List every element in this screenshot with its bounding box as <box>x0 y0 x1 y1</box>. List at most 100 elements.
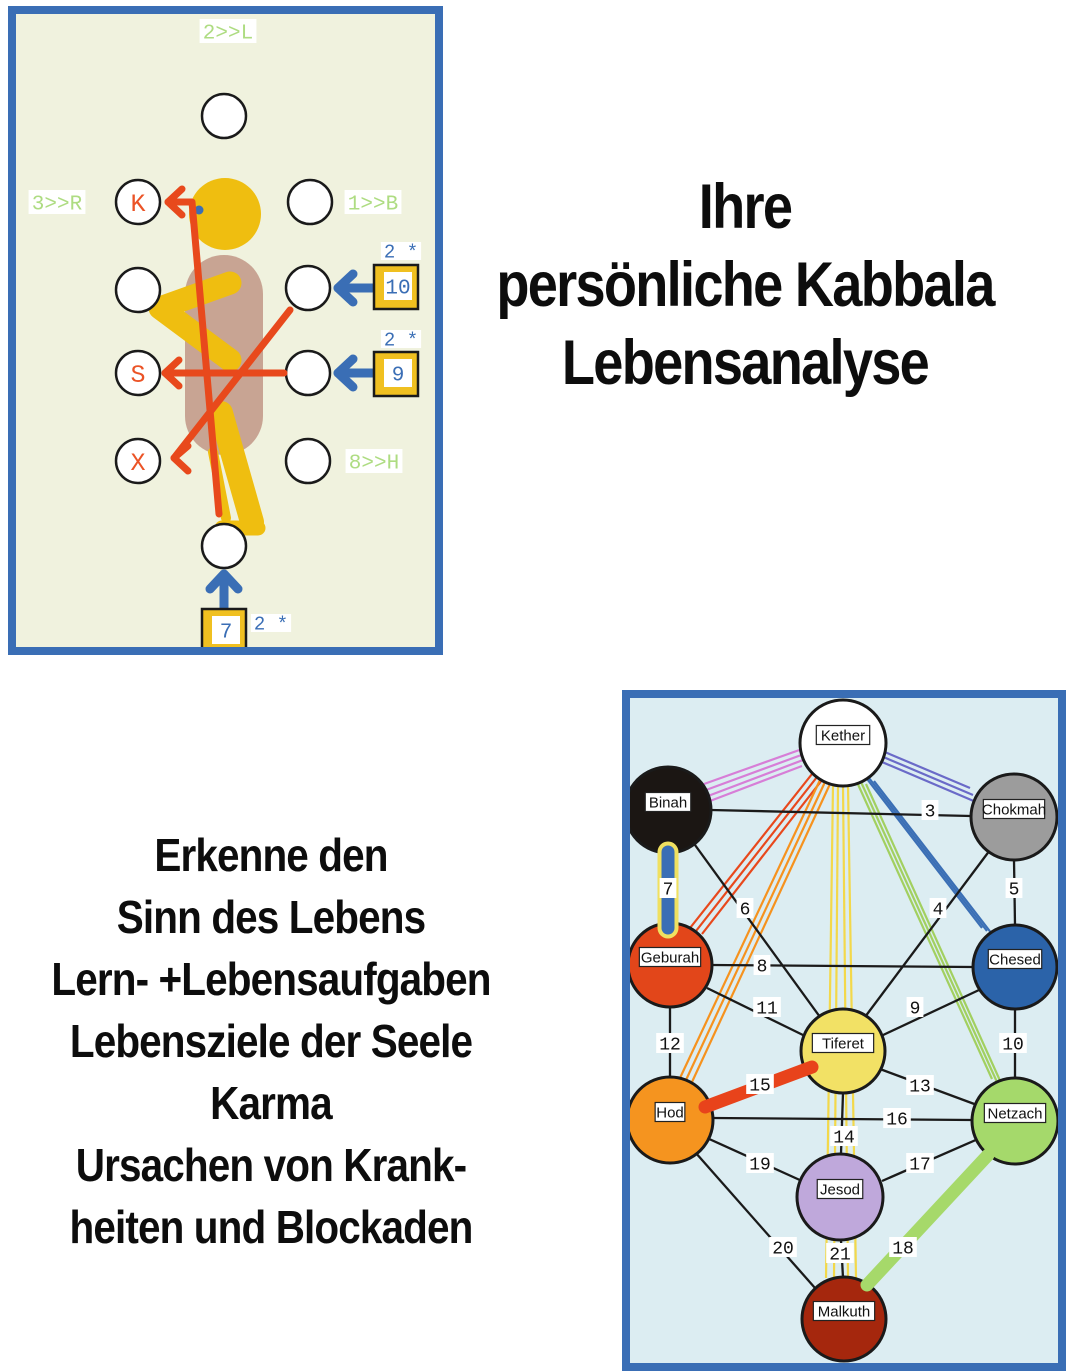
position-label-1B: 1>>B <box>348 193 398 216</box>
box-note-7: 2 * <box>254 614 288 636</box>
benefit-line: Lern- +Lebensaufgaben <box>51 953 491 1005</box>
path-number-17-chip <box>906 1153 934 1173</box>
sephira-label-malkuth: Malkuth <box>818 1303 871 1320</box>
box-number-9: 9 <box>392 364 405 387</box>
kether-geburah-rays <box>695 776 818 932</box>
box-number-7: 7 <box>220 621 233 644</box>
kether-chesed-rays <box>863 774 983 929</box>
blue-arrowhead-icon <box>333 354 358 392</box>
kether-hod-rays <box>679 779 821 1079</box>
kether-binah-rays <box>709 764 803 803</box>
point-circle-8 <box>284 437 332 485</box>
sephira-label-geburah: Geburah <box>641 949 699 966</box>
path-number-9-chip <box>906 997 924 1017</box>
point-circle-0 <box>200 92 248 140</box>
position-label-8H-chip <box>345 449 403 473</box>
box-note-7-chip <box>250 614 292 632</box>
path-number-20-chip <box>769 1237 797 1257</box>
benefit-line: Ursachen von Krank- <box>75 1139 467 1191</box>
title-block: Ihre persönliche Kabbala Lebensanalyse <box>487 168 1003 402</box>
path-number-16: 16 <box>886 1110 908 1130</box>
sephira-label-binah-chip <box>644 791 692 813</box>
sephira-label-hod: Hod <box>656 1104 684 1121</box>
path-number-16-chip <box>883 1108 911 1128</box>
path-number-12: 12 <box>659 1035 681 1055</box>
kether-hod-rays <box>685 781 826 1081</box>
path-number-14-chip <box>830 1126 858 1146</box>
path-number-15: 15 <box>749 1076 771 1096</box>
red-arrowhead-icon <box>170 442 192 475</box>
point-circle-9 <box>200 522 248 570</box>
path-number-9: 9 <box>910 999 921 1019</box>
point-letter-K: K <box>130 190 145 219</box>
point-letter-S: S <box>130 361 145 390</box>
sephira-label-kether: Kether <box>821 727 865 744</box>
kether-netzach-rays <box>864 783 1004 1086</box>
kether-chesed-rays <box>868 777 988 932</box>
sephira-label-chokmah-chip <box>982 798 1046 820</box>
path-number-18: 18 <box>892 1239 914 1259</box>
sephira-label-tiferet-chip <box>811 1032 875 1054</box>
red-arrow-line-2 <box>170 306 294 462</box>
position-label-3R: 3>>R <box>32 193 83 216</box>
path-number-19-chip <box>746 1153 774 1173</box>
red-arrowhead-icon <box>161 356 183 390</box>
path-number-21: 21 <box>829 1245 851 1265</box>
point-circle-2 <box>286 178 334 226</box>
path-number-4: 4 <box>933 900 944 920</box>
path-number-10-chip <box>999 1033 1027 1053</box>
blue-arrowhead-icon <box>205 569 243 594</box>
path-number-11: 11 <box>756 999 778 1019</box>
path-number-21-chip <box>826 1243 854 1263</box>
path-number-6: 6 <box>740 900 751 920</box>
blue-arrowhead-icon <box>333 269 358 307</box>
sephira-label-netzach: Netzach <box>987 1105 1042 1122</box>
red-arrowhead-icon <box>164 185 186 219</box>
number-box-inner-7 <box>212 616 240 644</box>
kether-binah-rays <box>707 758 804 798</box>
path-number-20: 20 <box>772 1239 794 1259</box>
benefit-line: Sinn des Lebens <box>116 891 426 943</box>
point-circle-7 <box>114 437 162 485</box>
path-number-14: 14 <box>833 1128 855 1148</box>
position-label-1B-chip <box>344 190 402 214</box>
kether-hod-rays <box>691 783 831 1083</box>
point-letter-X: X <box>130 449 145 478</box>
path-line-9 <box>880 988 980 1038</box>
position-label-8H: 8>>H <box>349 452 399 475</box>
path-number-18-chip <box>889 1237 917 1257</box>
path-number-5-chip <box>1005 878 1023 898</box>
sephira-label-malkuth-chip <box>812 1300 876 1322</box>
sephira-label-tiferet: Tiferet <box>822 1035 865 1052</box>
path-number-4-chip <box>929 898 947 918</box>
kether-chokmah-rays <box>879 748 971 790</box>
sephira-label-netzach-chip <box>983 1102 1047 1124</box>
position-label-3R-chip <box>28 190 86 214</box>
benefit-line: Erkenne den <box>154 829 388 881</box>
point-circle-6 <box>284 349 332 397</box>
path-number-15-chip <box>746 1074 774 1094</box>
point-circle-1 <box>114 178 162 226</box>
position-label-2L: 2>>L <box>203 22 253 45</box>
path-number-13-chip <box>906 1075 934 1095</box>
path-number-11-chip <box>753 997 781 1017</box>
kether-netzach-rays <box>854 779 994 1080</box>
path-number-19: 19 <box>749 1155 771 1175</box>
path-line-16 <box>712 1116 973 1122</box>
number-box-inner-10 <box>384 272 412 300</box>
sephira-label-chesed: Chesed <box>989 951 1041 968</box>
highlight-path-18 <box>860 1148 995 1292</box>
title-line-2: persönliche Kabbala <box>496 250 995 320</box>
box-note-10: 2 * <box>384 242 418 264</box>
benefit-line: Karma <box>210 1077 332 1129</box>
box-note-10-chip <box>380 242 422 260</box>
tree-panel-border <box>622 690 1066 1371</box>
figure-eye-dot <box>194 205 204 215</box>
kether-chokmah-rays <box>881 760 977 804</box>
sephira-label-hod-chip <box>654 1101 686 1123</box>
